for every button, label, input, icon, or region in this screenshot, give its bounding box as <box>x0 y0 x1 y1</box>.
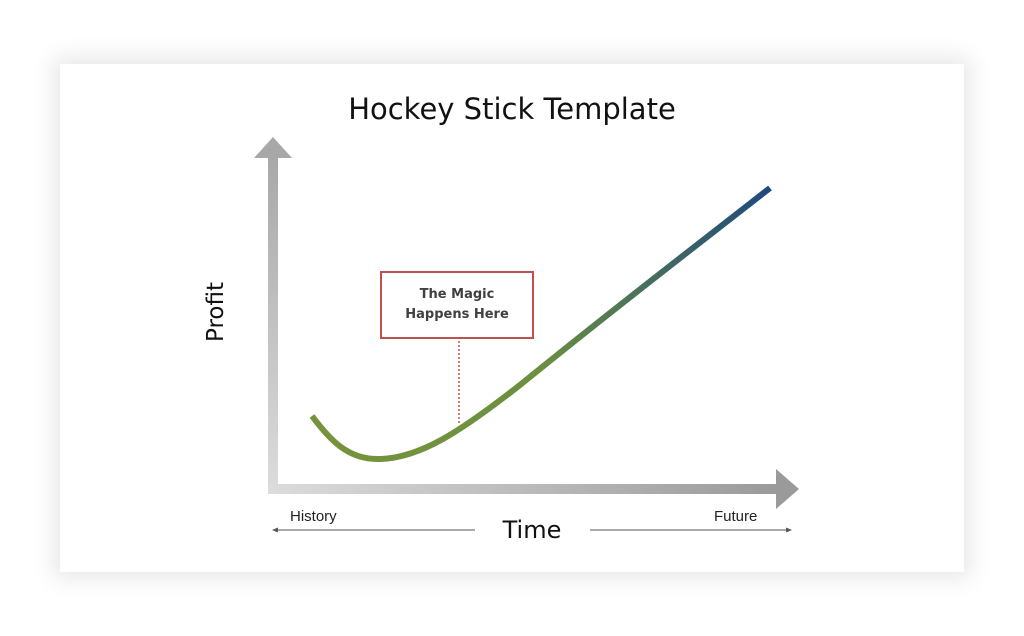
y-axis-arrow <box>254 137 292 494</box>
x-axis-arrow <box>268 469 799 509</box>
future-label: Future <box>714 508 758 525</box>
hockey-stick-curve <box>309 185 772 463</box>
history-arrow <box>272 527 475 533</box>
future-arrow <box>590 527 792 533</box>
x-axis-label: Time <box>502 516 562 544</box>
y-axis-label: Profit <box>203 282 229 342</box>
history-label: History <box>290 508 337 525</box>
callout-line-1: The Magic <box>419 287 495 302</box>
magic-callout-box: The Magic Happens Here <box>380 271 534 339</box>
callout-line-2: Happens Here <box>405 307 509 322</box>
slide-title: Hockey Stick Template <box>348 92 676 126</box>
